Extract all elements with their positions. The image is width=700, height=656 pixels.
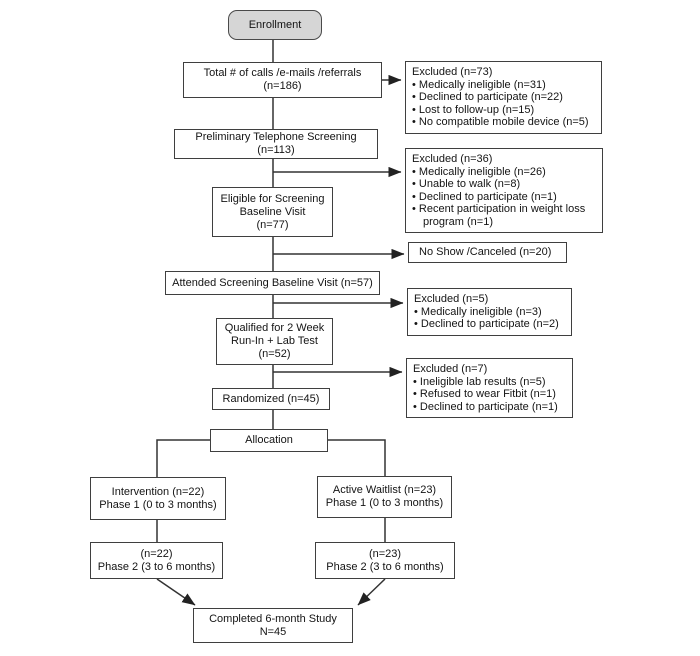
randomized-box: Randomized (n=45) xyxy=(212,388,330,410)
waitlist-phase2-line2: Phase 2 (3 to 6 months) xyxy=(326,560,444,573)
randomized-line1: Randomized (n=45) xyxy=(222,392,320,405)
excluded-item: Recent participation in weight loss prog… xyxy=(412,203,596,228)
enrollment-box: Enrollment xyxy=(228,10,322,40)
excluded-baseline-list: Medically ineligible (n=3) Declined to p… xyxy=(414,306,565,331)
excluded-baseline-title: Excluded (n=5) xyxy=(414,293,489,305)
excluded-item: Declined to participate (n=22) xyxy=(412,91,595,104)
excluded-item: Medically ineligible (n=26) xyxy=(412,166,596,179)
excluded-item: Declined to participate (n=1) xyxy=(413,401,566,414)
total-calls-line1: Total # of calls /e-mails /referrals xyxy=(203,67,362,79)
qualified-runin-box: Qualified for 2 Week Run-In + Lab Test (… xyxy=(216,318,333,365)
waitlist-phase2-line1: (n=23) xyxy=(368,547,402,560)
waitlist-phase1-box: Active Waitlist (n=23) Phase 1 (0 to 3 m… xyxy=(317,476,452,518)
excluded-calls-list: Medically ineligible (n=31) Declined to … xyxy=(412,79,595,129)
no-show-title: No Show /Canceled (n=20) xyxy=(419,246,552,259)
eligible-baseline-line1: Eligible for Screening xyxy=(220,192,325,205)
preliminary-screening-line1: Preliminary Telephone Screening xyxy=(195,131,357,143)
excluded-phone-box: Excluded (n=36) Medically ineligible (n=… xyxy=(405,148,603,233)
intervention-phase2-line1: (n=22) xyxy=(140,547,173,560)
excluded-phone-list: Medically ineligible (n=26) Unable to wa… xyxy=(412,166,596,229)
completed-study-box: Completed 6-month Study N=45 xyxy=(193,608,353,643)
excluded-item: Unable to walk (n=8) xyxy=(412,178,596,191)
eligible-baseline-line3: (n=77) xyxy=(256,218,289,231)
excluded-item: Declined to participate (n=2) xyxy=(414,318,565,331)
excluded-runin-title: Excluded (n=7) xyxy=(413,363,488,375)
intervention-phase1-line2: Phase 1 (0 to 3 months) xyxy=(99,498,217,511)
excluded-item: Declined to participate (n=1) xyxy=(412,191,596,204)
excluded-item: Medically ineligible (n=3) xyxy=(414,306,565,319)
eligible-baseline-box: Eligible for Screening Baseline Visit (n… xyxy=(212,187,333,237)
enrollment-label: Enrollment xyxy=(248,18,302,31)
completed-study-line2: N=45 xyxy=(259,625,287,638)
excluded-baseline-box: Excluded (n=5) Medically ineligible (n=3… xyxy=(407,288,572,336)
preliminary-screening-line2: (n=113) xyxy=(257,144,295,156)
no-show-box: No Show /Canceled (n=20) xyxy=(408,242,567,263)
waitlist-phase2-box: (n=23) Phase 2 (3 to 6 months) xyxy=(315,542,455,579)
excluded-calls-box: Excluded (n=73) Medically ineligible (n=… xyxy=(405,61,602,134)
excluded-item: Medically ineligible (n=31) xyxy=(412,79,595,92)
excluded-item: Refused to wear Fitbit (n=1) xyxy=(413,388,566,401)
total-calls-box: Total # of calls /e-mails /referrals (n=… xyxy=(183,62,382,98)
intervention-phase2-line2: Phase 2 (3 to 6 months) xyxy=(97,560,216,573)
qualified-runin-line2: Run-In + Lab Test xyxy=(231,335,318,347)
waitlist-phase1-line1: Active Waitlist (n=23) xyxy=(332,484,437,496)
preliminary-screening-box: Preliminary Telephone Screening (n=113) xyxy=(174,129,378,159)
excluded-item: Lost to follow-up (n=15) xyxy=(412,104,595,117)
qualified-runin-line3: (n=52) xyxy=(258,348,291,360)
intervention-phase1-line1: Intervention (n=22) xyxy=(111,485,205,498)
eligible-baseline-line2: Baseline Visit xyxy=(239,205,306,218)
excluded-item: No compatible mobile device (n=5) xyxy=(412,116,595,129)
excluded-phone-title: Excluded (n=36) xyxy=(412,153,493,165)
qualified-runin-line1: Qualified for 2 Week xyxy=(224,322,325,334)
excluded-runin-list: Ineligible lab results (n=5) Refused to … xyxy=(413,376,566,414)
waitlist-phase1-line2: Phase 1 (0 to 3 months) xyxy=(325,497,444,509)
intervention-phase1-box: Intervention (n=22) Phase 1 (0 to 3 mont… xyxy=(90,477,226,520)
attended-baseline-box: Attended Screening Baseline Visit (n=57) xyxy=(165,271,380,295)
total-calls-line2: (n=186) xyxy=(263,80,302,92)
excluded-runin-box: Excluded (n=7) Ineligible lab results (n… xyxy=(406,358,573,418)
excluded-calls-title: Excluded (n=73) xyxy=(412,66,493,78)
intervention-phase2-box: (n=22) Phase 2 (3 to 6 months) xyxy=(90,542,223,579)
attended-baseline-line1: Attended Screening Baseline Visit (n=57) xyxy=(172,276,373,289)
excluded-item: Ineligible lab results (n=5) xyxy=(413,376,566,389)
completed-study-line1: Completed 6-month Study xyxy=(209,612,337,625)
allocation-box: Allocation xyxy=(210,429,328,452)
allocation-line1: Allocation xyxy=(245,434,293,446)
